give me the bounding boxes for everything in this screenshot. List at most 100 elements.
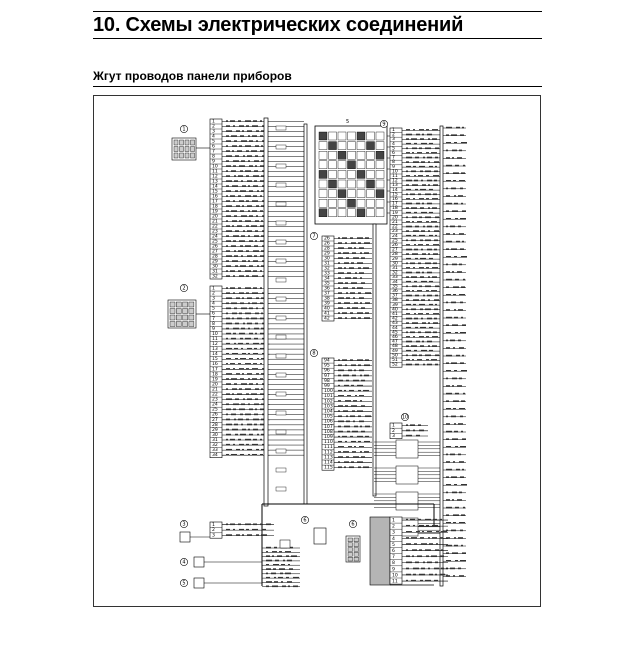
- wire-code: [446, 126, 452, 129]
- connector-1-pin-17: 17: [212, 198, 218, 204]
- wire-code: [242, 352, 246, 355]
- wire-code: [248, 327, 250, 330]
- wire-code: [234, 140, 237, 142]
- connector-8-callout-text: 8: [312, 351, 315, 357]
- connector-1-pin-23: 23: [212, 228, 218, 234]
- wire-code: [255, 388, 259, 390]
- wire-code: [406, 363, 412, 366]
- wire-code: [242, 373, 244, 375]
- wire-code: [338, 312, 340, 314]
- wire-code: [406, 434, 412, 437]
- wire-code: [226, 523, 228, 526]
- wire-code: [233, 240, 236, 242]
- wire-code: [226, 453, 229, 456]
- wire-code: [428, 345, 430, 347]
- wire-code: [359, 247, 364, 249]
- wire-code: [434, 179, 437, 182]
- wire-code: [433, 253, 438, 255]
- wire-code: [260, 363, 262, 365]
- wire-code: [420, 207, 424, 209]
- wire-code: [415, 363, 419, 366]
- wire-code: [406, 179, 412, 182]
- wire-code: [453, 461, 455, 463]
- wire-code: [232, 220, 237, 222]
- wire-code: [226, 140, 231, 142]
- connector-6-pin-8: 8: [392, 560, 395, 566]
- wire-code: [446, 172, 449, 174]
- wire-code: [406, 267, 410, 269]
- wire-code: [426, 129, 429, 131]
- wire-code: [406, 359, 410, 361]
- connector-2-pin-11: 11: [212, 336, 218, 342]
- wire-code: [338, 242, 342, 244]
- wire-code: [240, 433, 246, 436]
- connector-9-pin-38: 38: [392, 297, 398, 303]
- wire-code: [247, 130, 252, 132]
- wire-code: [226, 292, 230, 294]
- wire-code: [406, 322, 409, 324]
- wire-code: [365, 302, 370, 304]
- wire-code: [338, 456, 343, 458]
- connector-2-cell: [169, 308, 176, 314]
- wire-code: [454, 537, 456, 539]
- wire-code: [253, 418, 259, 421]
- wire-code: [253, 120, 257, 122]
- wire-code: [357, 237, 363, 239]
- connector-1-cell: [173, 139, 179, 146]
- wire-code: [425, 193, 431, 196]
- wire-code: [406, 531, 412, 533]
- wire-code: [232, 225, 234, 227]
- wire-code: [262, 245, 264, 247]
- wire-code: [446, 180, 451, 182]
- connector-9-pin-52: 52: [392, 362, 398, 368]
- wire-code: [427, 317, 432, 320]
- wire-code: [421, 161, 425, 163]
- connector-9-pin-14: 14: [392, 187, 398, 193]
- wire-code: [446, 438, 449, 440]
- wire-code: [349, 466, 354, 469]
- wire-code: [226, 255, 232, 257]
- wire-code: [261, 358, 266, 360]
- wire-code: [434, 308, 438, 311]
- connector-9-pin-36: 36: [392, 288, 398, 294]
- connector-8-pin-112: 112: [324, 449, 333, 455]
- wire-code: [239, 528, 244, 531]
- fuse-cell: [328, 179, 337, 189]
- wire-code: [274, 581, 278, 583]
- wire-code: [364, 364, 370, 367]
- wire-code: [226, 120, 228, 122]
- wire-code: [432, 207, 437, 209]
- wire-code: [338, 364, 342, 367]
- wire-code: [233, 275, 235, 277]
- wire-code: [241, 140, 247, 142]
- wire-code: [230, 363, 235, 365]
- connector-10-pin-3: 3: [392, 433, 395, 439]
- wire-code: [432, 336, 438, 338]
- wire-code: [348, 247, 352, 249]
- wire-code: [338, 420, 344, 423]
- wire-code: [450, 453, 455, 456]
- wire-code: [411, 276, 417, 278]
- bundle-marker: [275, 467, 287, 473]
- wire-code: [421, 280, 427, 283]
- connector-7-pin-26: 26: [324, 235, 330, 241]
- wire-code: [248, 403, 250, 406]
- wire-code: [226, 352, 229, 355]
- wire-code: [425, 518, 431, 521]
- wire-code: [289, 568, 293, 570]
- wire-code: [406, 299, 409, 301]
- wire-code: [436, 531, 439, 533]
- wire-code: [364, 317, 370, 319]
- wire-code: [357, 359, 363, 361]
- connector-6-cell: [347, 542, 353, 547]
- wire-code: [232, 428, 238, 431]
- connector-1-cell: [179, 139, 184, 146]
- wire-code: [446, 202, 452, 205]
- wire-code: [287, 559, 292, 562]
- wire-code: [406, 308, 408, 311]
- wire-code: [452, 263, 457, 266]
- wire-code: [422, 340, 424, 343]
- wire-code: [246, 250, 249, 252]
- wire-code: [435, 156, 438, 159]
- wire-code: [434, 248, 437, 251]
